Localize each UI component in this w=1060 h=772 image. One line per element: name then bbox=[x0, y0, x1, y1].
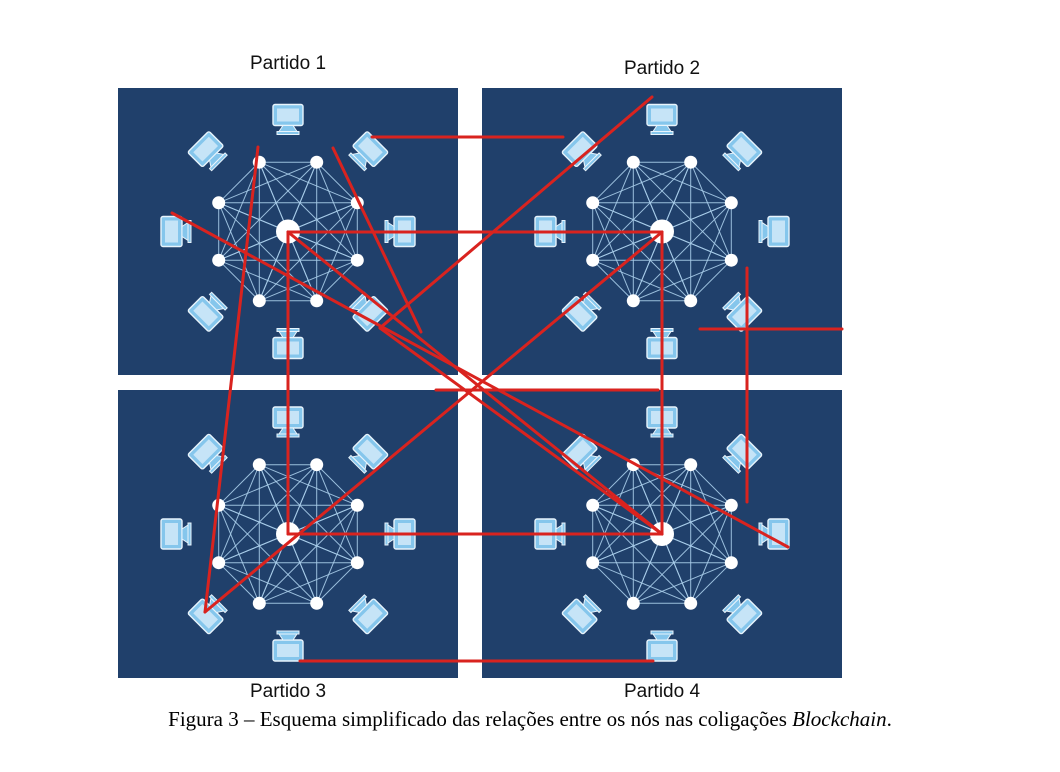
computer-icon bbox=[722, 594, 763, 635]
panel-label-partido-4: Partido 4 bbox=[623, 681, 701, 702]
node bbox=[252, 596, 266, 610]
computer-icon bbox=[722, 433, 763, 474]
node bbox=[350, 253, 364, 267]
computer-icon bbox=[561, 594, 602, 635]
node bbox=[684, 155, 698, 169]
node bbox=[310, 155, 324, 169]
node bbox=[684, 458, 698, 472]
node bbox=[586, 253, 600, 267]
node bbox=[586, 556, 600, 570]
figure-caption: Figura 3 – Esquema simplificado das rela… bbox=[0, 707, 1060, 732]
node bbox=[350, 498, 364, 512]
node bbox=[684, 596, 698, 610]
mesh-links bbox=[218, 161, 358, 302]
relation-line bbox=[170, 211, 790, 549]
node bbox=[626, 294, 640, 308]
computer-icon bbox=[187, 433, 228, 474]
computer-icon bbox=[561, 131, 602, 172]
caption-text: Figura 3 – Esquema simplificado das rela… bbox=[168, 707, 793, 731]
computer-icon bbox=[272, 103, 304, 135]
relation-line bbox=[378, 95, 654, 330]
relation-line bbox=[378, 326, 664, 536]
node bbox=[310, 596, 324, 610]
relation-line bbox=[331, 146, 423, 334]
node bbox=[724, 498, 738, 512]
computer-icon bbox=[561, 291, 602, 332]
computer-icon bbox=[187, 291, 228, 332]
mesh-links bbox=[592, 161, 732, 302]
node bbox=[350, 556, 364, 570]
node bbox=[724, 253, 738, 267]
node bbox=[212, 196, 226, 210]
node bbox=[586, 498, 600, 512]
node bbox=[684, 294, 698, 308]
panel-label-partido-3: Partido 3 bbox=[249, 681, 327, 702]
computer-icon bbox=[160, 215, 192, 248]
node bbox=[252, 458, 266, 472]
computer-icon bbox=[348, 131, 389, 172]
node bbox=[310, 458, 324, 472]
mesh-links bbox=[592, 464, 732, 604]
computer-icon bbox=[646, 103, 678, 135]
node bbox=[212, 253, 226, 267]
node bbox=[626, 596, 640, 610]
node bbox=[212, 556, 226, 570]
mesh-links bbox=[218, 464, 358, 604]
node bbox=[724, 556, 738, 570]
node bbox=[724, 196, 738, 210]
computer-icon bbox=[722, 291, 763, 332]
node bbox=[252, 294, 266, 308]
computer-icon bbox=[722, 131, 763, 172]
computer-icon bbox=[758, 215, 790, 248]
panel-label-partido-2: Partido 2 bbox=[623, 58, 701, 79]
node bbox=[626, 155, 640, 169]
relation-lines bbox=[170, 95, 844, 663]
computer-icon bbox=[348, 594, 389, 635]
node bbox=[310, 294, 324, 308]
caption-italic-word: Blockchain bbox=[792, 707, 887, 731]
computer-icon bbox=[272, 630, 304, 662]
relation-line bbox=[286, 230, 664, 536]
relation-line bbox=[203, 230, 664, 614]
computer-icon bbox=[187, 131, 228, 172]
computer-icon bbox=[646, 630, 678, 662]
computer-icon bbox=[160, 518, 192, 550]
node bbox=[586, 196, 600, 210]
panel-label-partido-1: Partido 1 bbox=[249, 53, 327, 74]
relation-line bbox=[203, 145, 260, 614]
caption-period: . bbox=[886, 707, 892, 731]
computer-icon bbox=[348, 433, 389, 474]
